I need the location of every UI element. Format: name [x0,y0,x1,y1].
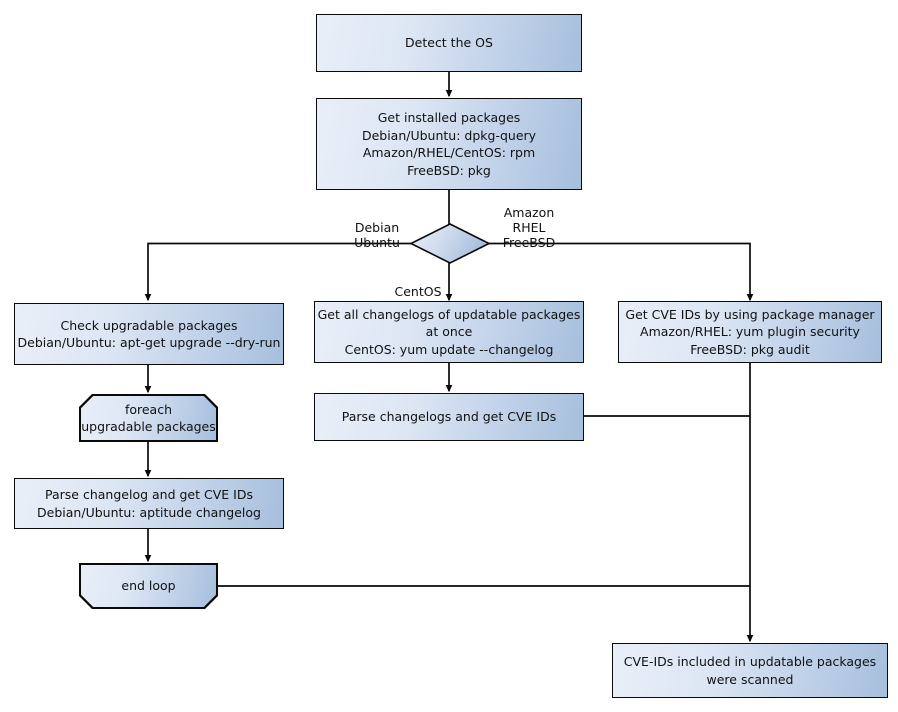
node-check-upgradable-packages[interactable]: Check upgradable packages Debian/Ubuntu:… [14,303,284,365]
node-cve-ids-scanned[interactable]: CVE-IDs included in updatable packages w… [612,643,888,698]
node-foreach-upgradable-label: foreach upgradable packages [81,401,216,434]
edge-label-centos: CentOS [392,269,444,299]
node-detect-os[interactable]: Detect the OS [316,14,582,72]
node-end-loop-label: end loop [121,578,176,594]
decision-diamond-shape [409,223,491,264]
node-get-all-changelogs[interactable]: Get all changelogs of updatable packages… [314,301,584,363]
node-get-cve-ids-package-manager[interactable]: Get CVE IDs by using package manager Ama… [618,301,882,363]
node-detect-os-label: Detect the OS [405,35,493,51]
node-get-installed-packages[interactable]: Get installed packages Debian/Ubuntu: dp… [316,98,582,190]
edge-label-debian-ubuntu-text: Debian Ubuntu [354,220,400,250]
edge-label-amazon-rhel-freebsd: Amazon RHEL FreeBSD [494,190,564,250]
node-get-installed-packages-label: Get installed packages Debian/Ubuntu: dp… [361,110,537,178]
edge-label-centos-text: CentOS [394,284,442,299]
node-end-loop-wrapper: end loop [79,563,218,609]
node-get-cve-ids-package-manager-label: Get CVE IDs by using package manager Ama… [625,306,875,357]
edge-label-amazon-rhel-freebsd-text: Amazon RHEL FreeBSD [502,205,556,250]
node-parse-changelog-debian[interactable]: Parse changelog and get CVE IDs Debian/U… [14,478,284,529]
node-foreach-upgradable-wrapper: foreach upgradable packages [79,394,218,442]
edge-label-debian-ubuntu: Debian Ubuntu [348,205,406,250]
node-cve-ids-scanned-label: CVE-IDs included in updatable packages w… [623,654,877,687]
node-parse-changelogs-centos[interactable]: Parse changelogs and get CVE IDs [314,393,584,441]
node-parse-changelogs-centos-label: Parse changelogs and get CVE IDs [341,409,557,425]
edge-decision-to-check-upgradable [144,242,412,302]
node-foreach-upgradable[interactable]: foreach upgradable packages [81,396,217,441]
node-parse-changelog-debian-label: Parse changelog and get CVE IDs Debian/U… [37,487,261,520]
edge-decision-to-cve-pkgmanager [488,242,754,302]
node-check-upgradable-packages-label: Check upgradable packages Debian/Ubuntu:… [17,317,281,351]
node-get-all-changelogs-label: Get all changelogs of updatable packages… [317,306,581,357]
node-end-loop[interactable]: end loop [81,565,217,608]
